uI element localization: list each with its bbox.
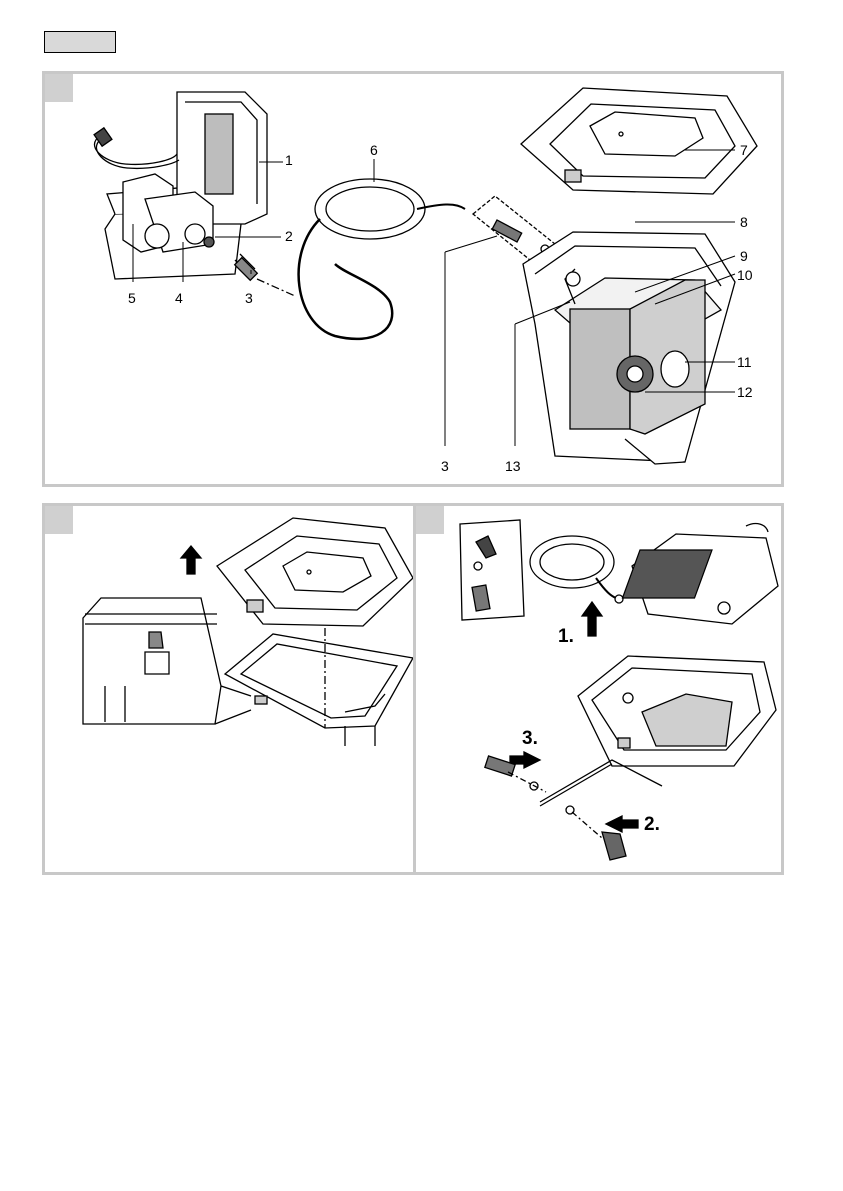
remove-lid-illustration	[45, 506, 419, 878]
callout-6: 6	[370, 142, 378, 158]
callout-5: 5	[128, 290, 136, 306]
callout-4: 4	[175, 290, 183, 306]
callout-12: 12	[737, 384, 753, 400]
callout-13: 13	[505, 458, 521, 474]
remove-lid-panel	[42, 503, 416, 875]
disassembly-panel: 1. 2. 3.	[413, 503, 784, 875]
callout-11: 11	[737, 354, 752, 370]
callout-3-filter: 3	[441, 458, 449, 474]
callout-10: 10	[737, 267, 753, 283]
callout-8: 8	[740, 214, 748, 230]
step-3-label: 3.	[522, 728, 538, 750]
callout-3-pump: 3	[245, 290, 253, 306]
language-tab	[44, 31, 116, 53]
step-1-label: 1.	[558, 626, 574, 648]
callout-1: 1	[285, 152, 293, 168]
callout-7: 7	[740, 142, 748, 158]
callout-2: 2	[285, 228, 293, 244]
callout-9: 9	[740, 248, 748, 264]
overview-illustration	[45, 74, 787, 490]
overview-panel: 1 2 3 4 5 6 7 8 9 10 11 12 3 13	[42, 71, 784, 487]
disassembly-illustration	[416, 506, 787, 878]
step-2-label: 2.	[644, 814, 660, 836]
